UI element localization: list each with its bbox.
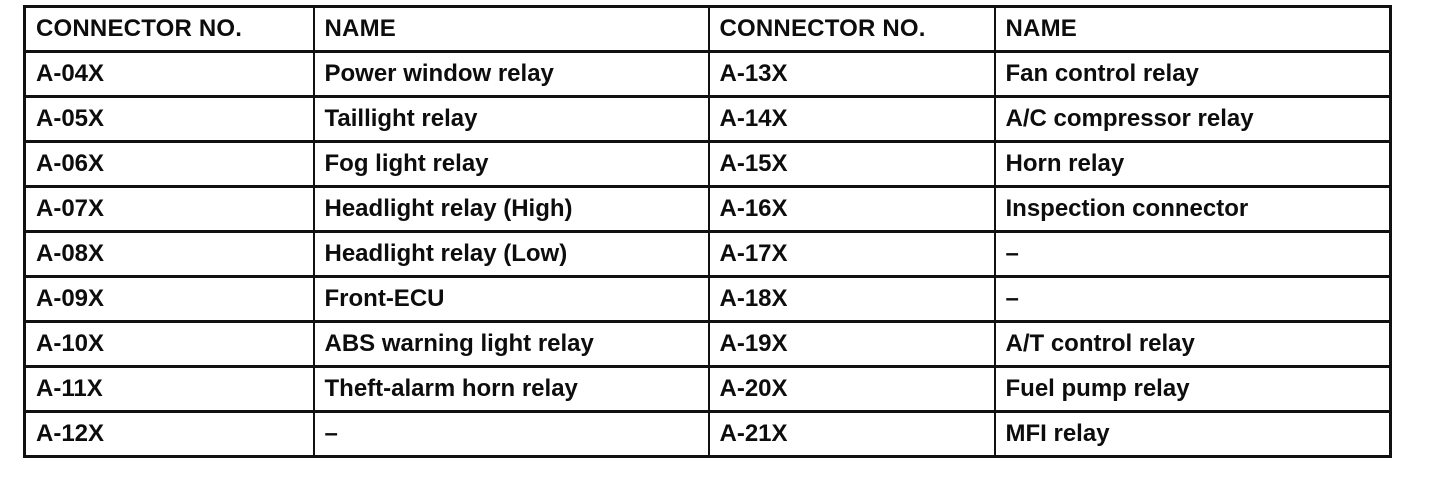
table-row: A-10X ABS warning light relay A-19X A/T … <box>23 320 1392 368</box>
connector-no-cell: A-19X <box>707 320 996 368</box>
name-cell: Fog light relay <box>312 140 710 188</box>
connector-no-cell: A-21X <box>707 410 996 458</box>
table-row: A-04X Power window relay A-13X Fan contr… <box>23 50 1392 98</box>
connector-no-cell: A-20X <box>707 365 996 413</box>
name-cell: – <box>312 410 710 458</box>
column-header-connector-no-left: CONNECTOR NO. <box>23 5 315 53</box>
connector-no-cell: A-10X <box>23 320 315 368</box>
connector-no-cell: A-15X <box>707 140 996 188</box>
table-row: A-05X Taillight relay A-14X A/C compress… <box>23 95 1392 143</box>
connector-no-cell: A-18X <box>707 275 996 323</box>
name-cell: Power window relay <box>312 50 710 98</box>
table-row: A-06X Fog light relay A-15X Horn relay <box>23 140 1392 188</box>
connector-table: CONNECTOR NO. NAME CONNECTOR NO. NAME A-… <box>23 5 1392 458</box>
connector-no-cell: A-08X <box>23 230 315 278</box>
column-header-connector-no-right: CONNECTOR NO. <box>707 5 996 53</box>
table-row: A-11X Theft-alarm horn relay A-20X Fuel … <box>23 365 1392 413</box>
connector-no-cell: A-14X <box>707 95 996 143</box>
name-cell: Theft-alarm horn relay <box>312 365 710 413</box>
column-header-name-right: NAME <box>993 5 1392 53</box>
connector-no-cell: A-12X <box>23 410 315 458</box>
table-row: A-12X – A-21X MFI relay <box>23 410 1392 458</box>
name-cell: Headlight relay (High) <box>312 185 710 233</box>
connector-no-cell: A-11X <box>23 365 315 413</box>
name-cell: – <box>993 230 1392 278</box>
name-cell: Fan control relay <box>993 50 1392 98</box>
connector-no-cell: A-05X <box>23 95 315 143</box>
connector-no-cell: A-09X <box>23 275 315 323</box>
connector-no-cell: A-04X <box>23 50 315 98</box>
connector-no-cell: A-13X <box>707 50 996 98</box>
name-cell: Fuel pump relay <box>993 365 1392 413</box>
name-cell: Headlight relay (Low) <box>312 230 710 278</box>
connector-no-cell: A-06X <box>23 140 315 188</box>
name-cell: MFI relay <box>993 410 1392 458</box>
column-header-name-left: NAME <box>312 5 710 53</box>
name-cell: Horn relay <box>993 140 1392 188</box>
connector-no-cell: A-16X <box>707 185 996 233</box>
connector-no-cell: A-17X <box>707 230 996 278</box>
name-cell: Taillight relay <box>312 95 710 143</box>
name-cell: Front-ECU <box>312 275 710 323</box>
table-row: A-08X Headlight relay (Low) A-17X – <box>23 230 1392 278</box>
name-cell: ABS warning light relay <box>312 320 710 368</box>
table-row: A-09X Front-ECU A-18X – <box>23 275 1392 323</box>
table-row: A-07X Headlight relay (High) A-16X Inspe… <box>23 185 1392 233</box>
name-cell: A/C compressor relay <box>993 95 1392 143</box>
connector-no-cell: A-07X <box>23 185 315 233</box>
header-row: CONNECTOR NO. NAME CONNECTOR NO. NAME <box>23 5 1392 53</box>
name-cell: – <box>993 275 1392 323</box>
name-cell: Inspection connector <box>993 185 1392 233</box>
name-cell: A/T control relay <box>993 320 1392 368</box>
